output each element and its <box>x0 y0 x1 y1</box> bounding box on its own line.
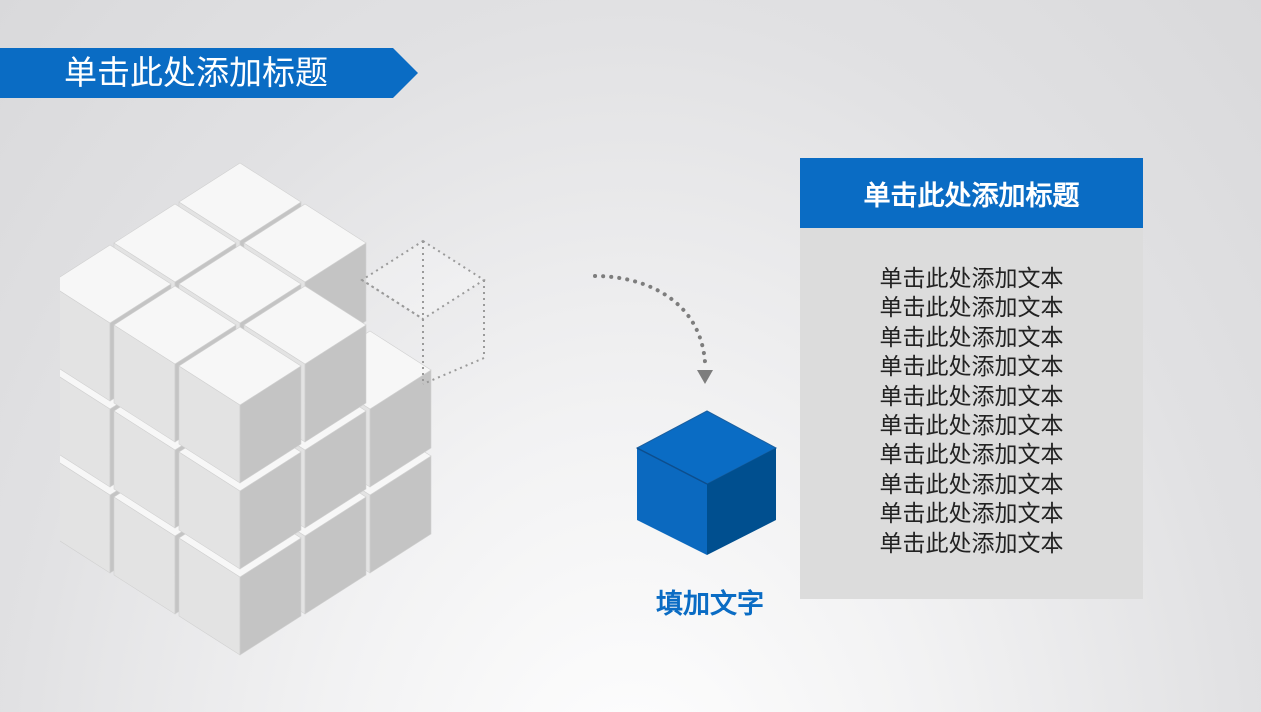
panel-text-line: 单击此处添加文本 <box>879 442 1064 469</box>
panel-text-line: 单击此处添加文本 <box>879 354 1064 381</box>
banner-arrow-shape <box>0 48 418 98</box>
panel-text-line: 单击此处添加文本 <box>879 383 1064 410</box>
cube-block <box>178 326 302 484</box>
panel-text-line: 单击此处添加文本 <box>879 413 1064 440</box>
panel-text-line: 单击此处添加文本 <box>879 530 1064 557</box>
slide-title[interactable]: 单击此处添加标题 <box>64 53 328 92</box>
cube-caption[interactable]: 填加文字 <box>656 589 764 620</box>
missing-cube-outline <box>360 239 486 385</box>
panel-text-line: 单击此处添加文本 <box>879 295 1064 322</box>
panel-text-line: 单击此处添加文本 <box>879 324 1064 351</box>
panel-text-line: 单击此处添加文本 <box>879 471 1064 498</box>
panel-text-line: 单击此处添加文本 <box>879 501 1064 528</box>
panel-body[interactable]: 单击此处添加文本 单击此处添加文本 单击此处添加文本 单击此处添加文本 单击此处… <box>800 265 1143 559</box>
panel-header[interactable]: 单击此处添加标题 <box>800 158 1143 228</box>
title-banner[interactable]: 单击此处添加标题 <box>0 48 420 98</box>
blue-cube-icon <box>635 410 778 555</box>
text-panel: 单击此处添加标题 单击此处添加文本 单击此处添加文本 单击此处添加文本 单击此处… <box>800 158 1143 599</box>
rubik-cube-icon <box>60 162 486 656</box>
panel-text-line: 单击此处添加文本 <box>879 266 1064 292</box>
dotted-arrow-icon <box>593 274 713 384</box>
